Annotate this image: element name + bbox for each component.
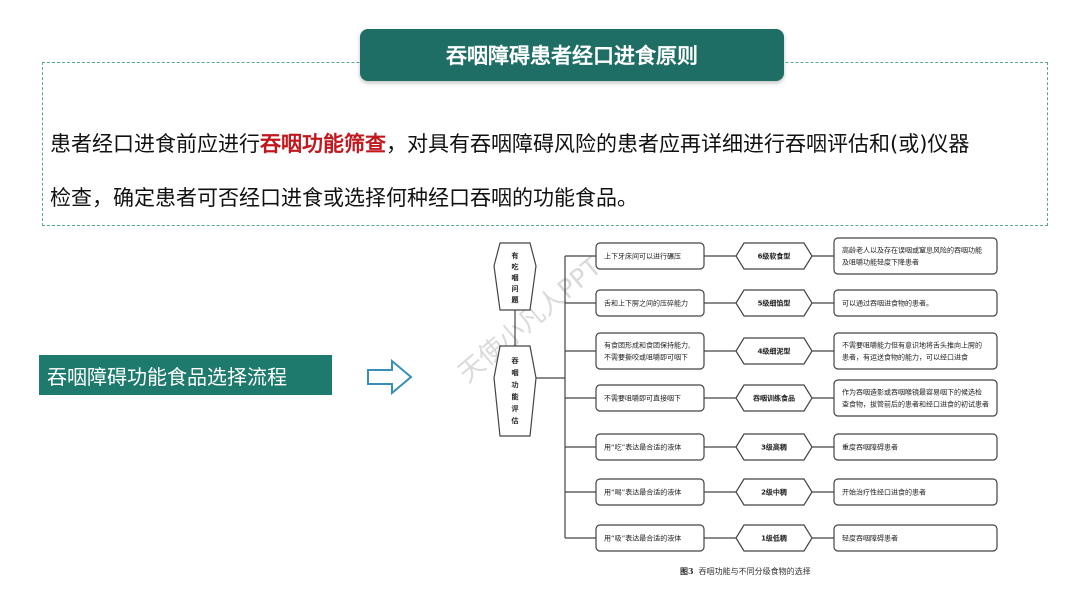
target-patient-text: 及咀嚼功能轻度下降患者 (842, 258, 919, 267)
right-arrow-icon (367, 358, 413, 396)
assessment-node-char: 评 (512, 405, 519, 413)
food-level-node (735, 289, 813, 317)
paragraph-line-1-post: ，对具有吞咽障碍风险的患者应再详细进行吞咽评估和(或)仪器 (386, 132, 970, 156)
target-patient-text: 查食物，拔管前后的患者和经口进食的初试患者 (842, 400, 989, 409)
condition-text: 上下牙床间可以进行碾压 (604, 252, 681, 261)
target-patient-box (833, 237, 998, 275)
condition-text: 有食团形成和食团保持能力, (604, 341, 690, 350)
target-patient-box (833, 478, 998, 506)
food-level-text: 1级低稠 (761, 534, 787, 543)
food-level-text: 吞咽训练食品 (753, 394, 795, 403)
condition-box (595, 332, 705, 370)
problem-node-char: 题 (511, 295, 520, 304)
flow-section-label: 吞咽障碍功能食品选择流程 (39, 355, 332, 395)
food-level-text: 3级高稠 (761, 443, 787, 452)
target-patient-text: 作为吞咽造影或吞咽喉镜最容易咽下的候选检 (842, 388, 982, 397)
food-level-node (735, 524, 813, 552)
assessment-node-char: 咽 (512, 368, 519, 377)
food-level-node (735, 242, 813, 270)
problem-node-char: 咽 (512, 273, 519, 282)
assessment-node (493, 345, 537, 437)
target-patient-text: 患者，有运送食物的能力，可以经口进食 (842, 353, 968, 362)
target-patient-text: 不需要咀嚼能力但有意识地将舌头推向上腭的 (842, 341, 982, 350)
condition-text: 舌和上下腭之间的压碎能力 (604, 299, 688, 308)
target-patient-box (833, 289, 998, 317)
target-patient-box (833, 379, 998, 417)
target-patient-text: 高龄老人以及存在误咽或窒息风险的吞咽功能 (842, 246, 982, 255)
paragraph-line-1-pre: 患者经口进食前应进行 (50, 132, 260, 156)
paragraph-highlight: 吞咽功能筛查 (260, 132, 386, 156)
assessment-node-char: 功 (512, 380, 519, 389)
condition-text: 用“吸”表达最合适的液体 (604, 534, 681, 543)
assessment-node-char: 估 (511, 416, 519, 425)
paragraph-line-2: 检查，确定患者可否经口进食或选择何种经口吞咽的功能食品。 (50, 186, 638, 210)
paragraph-line-1: 患者经口进食前应进行吞咽功能筛查，对具有吞咽障碍风险的患者应再详细进行吞咽评估和… (50, 128, 969, 158)
target-patient-text: 开始治疗性经口进食的患者 (842, 488, 926, 497)
assessment-node-char: 能 (512, 392, 519, 401)
food-level-node (735, 478, 813, 506)
target-patient-box (833, 524, 998, 552)
problem-node-char: 吃 (512, 262, 519, 271)
food-level-text: 2级中稠 (761, 488, 787, 497)
assessment-node-char: 吞 (512, 357, 519, 365)
caption-label: 图3 (680, 566, 694, 576)
target-patient-text: 可以通过吞咽进食物的患者。 (842, 299, 933, 308)
condition-text: 不需要咀嚼即可直接咽下 (604, 394, 681, 403)
problem-node-char: 有 (512, 251, 519, 260)
problem-node-char: 问 (512, 284, 519, 293)
problem-node (493, 242, 537, 311)
condition-text: 不需要撕咬或咀嚼即可咽下 (604, 353, 688, 362)
page-title: 吞咽障碍患者经口进食原则 (360, 29, 784, 81)
target-patient-box (833, 332, 998, 370)
figure-caption: 图3 吞咽功能与不同分级食物的选择 (680, 566, 811, 577)
condition-text: 用“喝”表达最合适的液体 (604, 488, 681, 497)
target-patient-text: 重度吞咽障碍患者 (842, 443, 898, 452)
food-level-text: 4级细泥型 (758, 347, 791, 356)
food-level-node (735, 337, 813, 365)
food-level-text: 6级软食型 (758, 252, 791, 261)
food-level-node (735, 433, 813, 461)
caption-text: 吞咽功能与不同分级食物的选择 (698, 567, 811, 576)
target-patient-box (833, 433, 998, 461)
food-level-text: 5级细馅型 (758, 299, 791, 308)
condition-text: 用“吃”表达最合适的液体 (604, 443, 681, 452)
target-patient-text: 轻度吞咽障碍患者 (842, 534, 898, 543)
food-level-node (735, 384, 813, 412)
